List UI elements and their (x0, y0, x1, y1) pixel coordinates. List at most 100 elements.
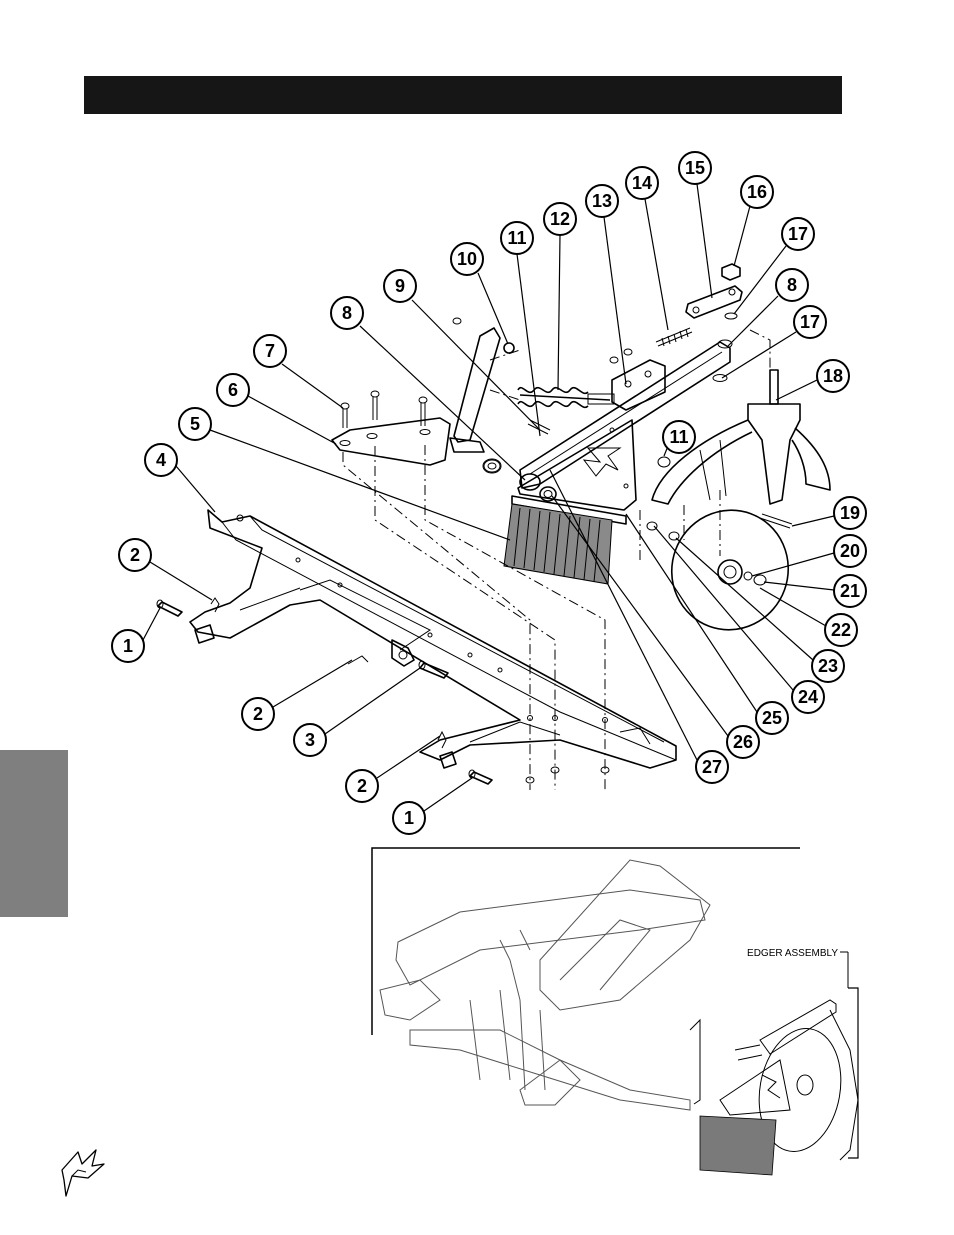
callout-number: 11 (669, 427, 688, 447)
callout-8: 8 (330, 296, 364, 330)
callout-9: 9 (383, 269, 417, 303)
callout-14: 14 (625, 166, 659, 200)
callout-3: 3 (293, 723, 327, 757)
callout-circle (392, 801, 426, 835)
callout-circle (118, 538, 152, 572)
callout-circle (450, 242, 484, 276)
callout-8: 8 (775, 268, 809, 302)
callout-number: 12 (550, 209, 570, 229)
callout-circle (740, 175, 774, 209)
callout-circle (833, 574, 867, 608)
callout-circle (793, 305, 827, 339)
callout-10: 10 (450, 242, 484, 276)
callout-17: 17 (793, 305, 827, 339)
blade-guard (651, 369, 831, 505)
callout-18: 18 (816, 359, 850, 393)
callout-number: 4 (156, 450, 166, 470)
callout-11: 11 (500, 221, 534, 255)
callout-number: 2 (357, 776, 367, 796)
callout-circle (178, 407, 212, 441)
callout-number: 9 (395, 276, 405, 296)
callout-number: 19 (840, 503, 860, 523)
callout-number: 24 (798, 687, 818, 707)
callout-circle (216, 373, 250, 407)
callout-number: 26 (733, 732, 753, 752)
callout-11: 11 (662, 420, 696, 454)
callout-circle (345, 769, 379, 803)
callout-6: 6 (216, 373, 250, 407)
callout-7: 7 (253, 334, 287, 368)
callout-circle (781, 217, 815, 251)
callout-circle (625, 166, 659, 200)
header-bar (84, 76, 842, 114)
callout-number: 8 (787, 275, 797, 295)
pins-and-clips (156, 597, 493, 785)
callout-number: 20 (840, 541, 860, 561)
callout-22: 22 (824, 613, 858, 647)
callout-number: 23 (818, 656, 838, 676)
callout-23: 23 (811, 649, 845, 683)
callout-number: 3 (305, 730, 315, 750)
callout-number: 22 (831, 620, 851, 640)
edger-assembly-label: EDGER ASSEMBLY (747, 948, 838, 959)
callout-circle (833, 496, 867, 530)
callout-circle (695, 750, 729, 784)
lift-arm (449, 327, 501, 473)
callout-number: 17 (788, 224, 808, 244)
callout-21: 21 (833, 574, 867, 608)
callout-number: 5 (190, 414, 200, 434)
inset-assembly-view: EDGER ASSEMBLY (371, 847, 859, 1176)
callout-number: 21 (840, 581, 860, 601)
brand-logo (61, 1149, 105, 1197)
callout-number: 10 (457, 249, 477, 269)
callout-1: 1 (111, 629, 145, 663)
callout-16: 16 (740, 175, 774, 209)
callout-4: 4 (144, 443, 178, 477)
callout-circle (241, 697, 275, 731)
callout-circle (662, 420, 696, 454)
callout-19: 19 (833, 496, 867, 530)
callout-circle (585, 184, 619, 218)
callout-number: 1 (123, 636, 133, 656)
side-tab (0, 750, 68, 917)
callout-circle (824, 613, 858, 647)
callout-17: 17 (781, 217, 815, 251)
callout-number: 1 (404, 808, 414, 828)
callout-1: 1 (392, 801, 426, 835)
callout-number: 11 (507, 228, 526, 248)
callout-24: 24 (791, 680, 825, 714)
callout-circle (678, 151, 712, 185)
callout-circle (726, 725, 760, 759)
callout-27: 27 (695, 750, 729, 784)
callout-number: 6 (228, 380, 238, 400)
callout-number: 17 (800, 312, 820, 332)
callout-circle (500, 221, 534, 255)
edger-blade (646, 509, 793, 631)
callout-circle (791, 680, 825, 714)
callout-circle (755, 701, 789, 735)
callout-2: 2 (118, 538, 152, 572)
callout-circle (253, 334, 287, 368)
callout-5: 5 (178, 407, 212, 441)
callout-circle (775, 268, 809, 302)
callout-circle (111, 629, 145, 663)
callout-number: 16 (747, 182, 767, 202)
callout-number: 25 (762, 708, 782, 728)
callout-circle (833, 534, 867, 568)
callout-circle (543, 202, 577, 236)
callout-circle (816, 359, 850, 393)
callout-number: 18 (823, 366, 843, 386)
callout-26: 26 (726, 725, 760, 759)
callout-number: 2 (253, 704, 263, 724)
callout-number: 8 (342, 303, 352, 323)
callout-circle (330, 296, 364, 330)
callout-number: 13 (592, 191, 612, 211)
callout-13: 13 (585, 184, 619, 218)
mounting-plate (331, 390, 451, 466)
callout-number: 15 (685, 158, 705, 178)
leader-lines (142, 183, 835, 812)
callout-20: 20 (833, 534, 867, 568)
callout-15: 15 (678, 151, 712, 185)
callout-number: 14 (632, 173, 652, 193)
